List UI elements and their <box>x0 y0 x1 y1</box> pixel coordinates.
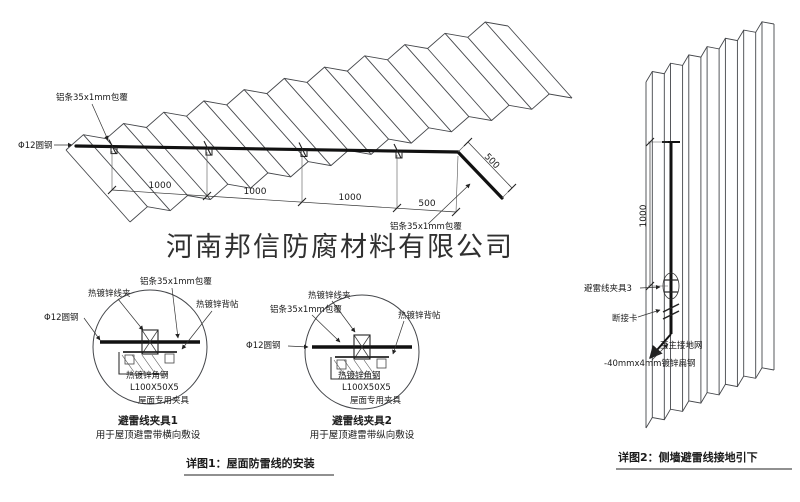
label-disconnect-card: 断接卡 <box>612 313 638 324</box>
label-round-steel: Φ12圆钢 <box>18 140 53 151</box>
detail-circle-1: 热镀锌线夹 铝条35x1mm包覆 热镀锌背帖 Φ12圆钢 热镀锌角钢 L100X… <box>44 276 239 441</box>
roof-labels: 铝条35x1mm包覆 Φ12圆钢 铝条35x1mm包覆 <box>18 92 471 232</box>
detail1-title: 避雷线夹具1 <box>117 414 178 427</box>
label-galv-angle-1: 热镀锌角钢 <box>126 370 169 381</box>
detail2-subtitle: 用于屋顶避雷带纵向敷设 <box>310 429 415 441</box>
label-aluminum-strip-bottom: 铝条35x1mm包覆 <box>390 221 462 232</box>
dim-1000-2: 1000 <box>244 187 267 197</box>
label-galv-flat-steel: -40mmx4mm镀锌扁钢 <box>604 358 695 369</box>
label-round-steel-d1: Φ12圆钢 <box>44 312 79 323</box>
label-roof-fixture-1: 屋面专用夹具 <box>138 395 190 406</box>
roof-lightning-wire <box>74 144 504 200</box>
wall-dimension: 1000 <box>639 137 668 291</box>
label-galv-angle-2: 热镀锌角钢 <box>338 370 381 381</box>
label-to-main-ground: 至主接地网 <box>660 340 703 351</box>
wall-labels: 避雷线夹具3 断接卡 至主接地网 -40mmx4mm镀锌扁钢 <box>584 283 703 369</box>
label-wire-clamp-3: 避雷线夹具3 <box>584 283 632 294</box>
label-galv-wire-clamp-2: 热镀锌线夹 <box>308 290 351 301</box>
roof-slope-dimension: 500 <box>457 137 517 199</box>
label-angle-spec-2: L100X50X5 <box>342 383 391 393</box>
detail1-subtitle: 用于屋顶避雷带横向敷设 <box>96 429 201 441</box>
label-roof-fixture-2: 屋面专用夹具 <box>350 395 402 406</box>
corrugated-roof-sheet <box>65 21 573 223</box>
company-watermark: 河南邦信防腐材料有限公司 <box>166 232 514 263</box>
label-galv-backing-1: 热镀锌背帖 <box>196 299 239 310</box>
label-aluminum-strip-d1: 铝条35x1mm包覆 <box>140 276 212 287</box>
wall-dim-1000: 1000 <box>639 204 649 227</box>
dim-500: 500 <box>418 199 435 209</box>
roof-dimension-chain: 1000 1000 1000 500 <box>107 151 461 217</box>
detail-circle-2: 热镀锌线夹 铝条35x1mm包覆 热镀锌背帖 Φ12圆钢 热镀锌角钢 L100X… <box>246 290 441 441</box>
detail2-title: 避雷线夹具2 <box>331 414 392 427</box>
label-galv-backing-2: 热镀锌背帖 <box>398 310 441 321</box>
label-aluminum-strip-d2: 铝条35x1mm包覆 <box>270 304 342 315</box>
dim-1000-3: 1000 <box>339 193 362 203</box>
wall-down-conductor <box>649 141 680 359</box>
label-round-steel-d2: Φ12圆钢 <box>246 340 281 351</box>
captions: 详图1：屋面防雷线的安装 详图2：侧墙避雷线接地引下 <box>184 450 792 476</box>
label-angle-spec-1: L100X50X5 <box>130 383 179 393</box>
caption-detail-1: 详图1：屋面防雷线的安装 <box>186 456 315 470</box>
dim-1000-1: 1000 <box>149 181 172 191</box>
roof-wire-clamps <box>108 139 403 159</box>
label-galv-wire-clamp-1: 热镀锌线夹 <box>88 288 131 299</box>
label-aluminum-strip-top: 铝条35x1mm包覆 <box>56 92 128 103</box>
dim-slope-500: 500 <box>482 152 501 172</box>
caption-detail-2: 详图2：侧墙避雷线接地引下 <box>618 450 758 464</box>
